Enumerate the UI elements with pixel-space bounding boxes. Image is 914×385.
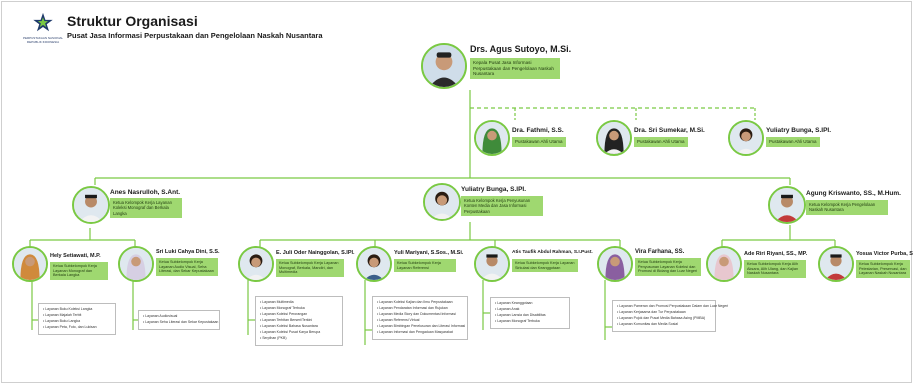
services-list: Layanan Koleksi Kajian dan Ilmu Perpusta… [372,296,468,340]
service-item: Layanan Media Story dan Dokumentasi Info… [377,312,463,318]
avatar-l3-8 [818,246,854,282]
avatar-l3-1 [12,246,48,282]
l3-8-role: Ketua Subkelompok Kerja Pelestarian, Pre… [856,260,910,279]
service-item: Layanan Pojok dan Pusat Media Bahasa Asi… [617,316,711,322]
services-list: Layanan Audiovisual Layanan Seha Literas… [138,310,220,330]
service-item: Layanan Buku Koleksi Langka [43,307,111,313]
service-item: Layanan Informasi dan Pengaduan Masyarak… [377,330,463,336]
service-item: Layanan Monograf Terbuka [495,319,565,325]
service-item: Layanan Koleksi Bahasa Nusantara [260,324,338,330]
service-item: Layanan Referensi Virtual [377,318,463,324]
l3-3-role: Ketua Subkelompok Kerja Layanan Monograf… [276,259,344,278]
page-subtitle: Pusat Jasa Informasi Perpustakaan dan Pe… [67,31,323,40]
l2-3-role: Ketua Kelompok Kerja Pengelolaan Naskah … [806,200,888,215]
avatar-head [421,43,467,89]
pustakawan-1-name: Dra. Fathmi, S.S. [512,127,564,134]
l3-6-name: Vira Farhana, SS. [635,249,685,255]
avatar-l3-3 [238,246,274,282]
avatar-l3-5 [474,246,510,282]
pustakawan-1-role: Pustakawan Ahli Utama [512,137,566,147]
services-list: Layanan Buku Koleksi Langka Layanan Maja… [38,303,116,335]
service-item: Layanan Peta, Foto, dan Lukisan [43,325,111,331]
page-title: Struktur Organisasi [67,13,198,29]
l2-3-name: Agung Kriswanto, SS., M.Hum. [806,190,901,197]
star-logo-icon [33,12,53,32]
service-item: Layanan Pendaratan Informasi dan Rujukan [377,306,463,312]
services-list: Layanan Pameran dan Promosi Perpustakaan… [612,300,728,332]
l2-1-role: Ketua Kelompok Kerja Layanan Koleksi Mon… [110,198,182,218]
avatar-l3-6 [597,246,633,282]
l3-7-role: Ketua Subkelompok Kerja Alih Aksara, Ali… [744,260,806,279]
avatar-pustakawan-1 [474,120,510,156]
l2-2-name: Yuliatry Bunga, S.IPI. [461,186,527,193]
avatar-l2-3 [768,186,806,224]
service-item: Layanan Audiovisual [143,314,215,320]
l3-3-name: E. Juli Oder Nainggolan, S.IPI. [276,250,355,256]
service-item: Layanan Bimbingan Penelusuran dan Litera… [377,324,465,330]
l3-8-name: Yosua Victor Purba, S [856,251,913,257]
pustakawan-3-name: Yuliatry Bunga, S.IPI. [766,127,832,134]
l2-1-name: Anes Nasrulloh, S.Ant. [110,189,181,196]
l3-5-name: Atis Taufik Abdul Rahman, S.I.Pust. [512,250,593,255]
l3-4-role: Ketua Subkelompok Kerja Layanan Referens… [394,259,456,273]
service-item: Layanan Multimedia [260,300,338,306]
service-item: Layanan Seha Literasi dan Sekar Kepustak… [143,320,218,326]
l3-1-role: Ketua Subkelompok Kerja Layanan Monograf… [50,262,108,281]
service-item: Layanan Terbitan Berseri/Terkini [260,318,338,324]
l3-6-role: Ketua Subkelompok Kerja Penyusunan Layan… [635,258,701,277]
services-list: Layanan Multimedia Layanan Monograf Terb… [255,296,343,346]
l3-4-name: Yuli Mariyani, S.Sos., M.Si. [394,250,464,256]
service-item: Layanan Komunitas dan Media Sosial [617,322,711,328]
pustakawan-3-role: Pustakawan Ahli Utama [766,137,820,147]
service-item: Layanan Koleksi Perorangan [260,312,338,318]
service-item: Layanan Pameran dan Promosi Perpustakaan… [617,304,728,310]
l2-2-role: Ketua Kelompok Kerja Penyusunan Konten M… [461,196,543,216]
logo-caption: PERPUSTAKAAN NASIONAL REPUBLIK INDONESIA [22,36,64,44]
service-item: Layanan Lansia dan Disabilitas [495,313,565,319]
l3-5-role: Ketua Subkelompok Kerja Layanan Sirkulas… [512,259,578,273]
service-item: Layanan Koleksi Pusat Karya Berupa [260,330,338,336]
head-role: Kepala Pusat Jasa Informasi Perpustakaan… [470,58,560,80]
service-item: Layanan Koleksi Kajian dan Ilmu Perpusta… [377,300,463,306]
l3-1-name: Hely Setiawati, M.P. [50,253,101,259]
service-item: Layanan Monograf Terbuka [260,306,338,312]
head-name: Drs. Agus Sutoyo, M.Si. [470,44,572,54]
l3-2-name: Sri Luki Cahya Dini, S.S. [156,249,220,255]
services-list: Layanan Keanggotaan Layanan Anak Layanan… [490,297,570,329]
avatar-pustakawan-3 [728,120,764,156]
avatar-l2-1 [72,186,110,224]
avatar-pustakawan-2 [596,120,632,156]
l3-7-name: Ade Riri Riyani, SS., MP. [744,251,808,257]
service-item: Layanan Buku Langka [43,319,111,325]
l3-2-role: Ketua Subkelompok Kerja Layanan Audio Vi… [156,258,218,277]
service-item: Serpihan (PKB) [260,336,338,342]
pustakawan-2-name: Dra. Sri Sumekar, M.Si. [634,127,705,134]
service-item: Layanan Kerjasama dan Tur Perpustakaan [617,310,711,316]
pustakawan-2-role: Pustakawan Ahli Utama [634,137,688,147]
avatar-l2-2 [423,183,461,221]
avatar-l3-2 [118,246,154,282]
service-item: Layanan Majalah Terbit [43,313,111,319]
service-item: Layanan Anak [495,307,565,313]
service-item: Layanan Keanggotaan [495,301,565,307]
avatar-l3-4 [356,246,392,282]
avatar-l3-7 [706,246,742,282]
